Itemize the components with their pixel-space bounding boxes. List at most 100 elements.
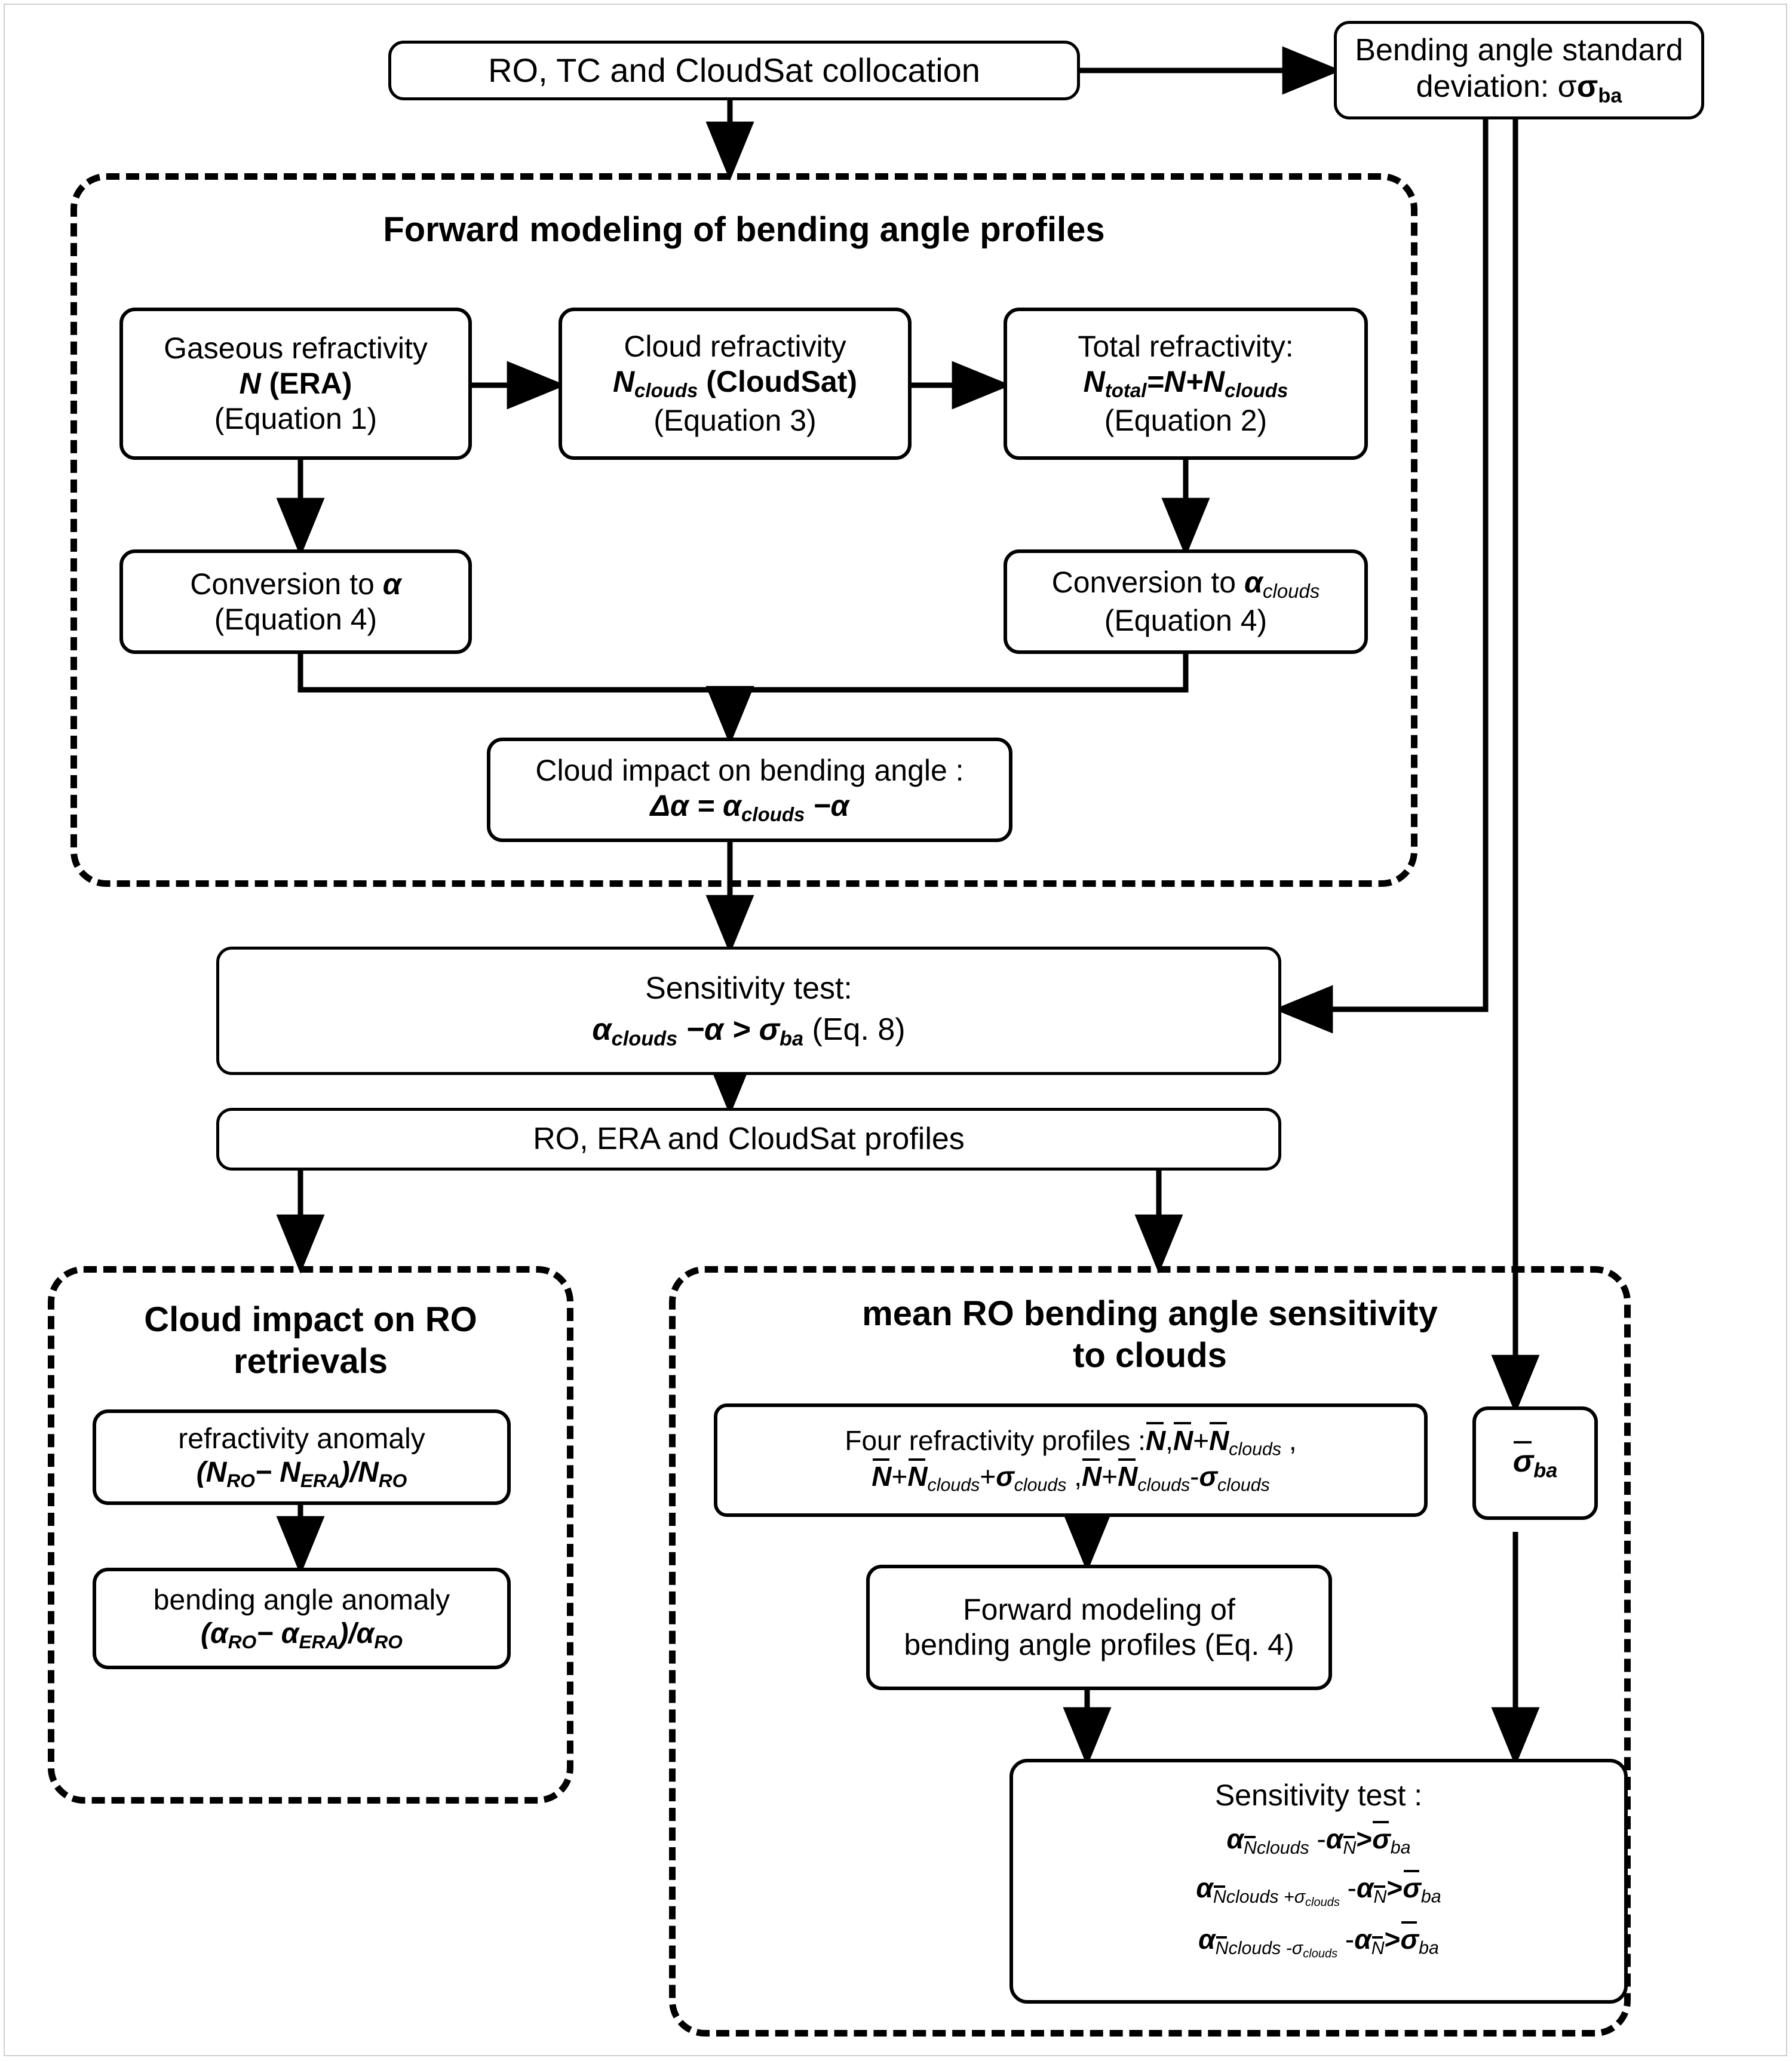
box-four-refractivity-profiles: Four refractivity profiles :N,N+Nclouds …: [714, 1403, 1428, 1517]
box-gaseous-refractivity: Gaseous refractivity N (ERA) (Equation 1…: [119, 308, 472, 460]
cloud-impact-formula: Δα = αclouds −α: [650, 788, 849, 827]
sens-r3-gt: >: [1384, 1924, 1401, 1955]
sigma-mean-symbol: σ: [1513, 1441, 1533, 1480]
four-profiles-p4a: N: [1082, 1458, 1102, 1492]
refr-anom-line1: refractivity anomaly: [178, 1423, 425, 1455]
collocation-label: RO, TC and CloudSat collocation: [488, 51, 980, 89]
ba-anom-b: − α: [256, 1618, 299, 1650]
cloudref-line2: Nclouds (CloudSat): [613, 364, 857, 403]
refr-anom-sub-ro1: RO: [226, 1470, 255, 1492]
sens-right-row-2: αNclouds +σclouds -αN>σba: [1196, 1870, 1441, 1910]
four-profiles-p2a: N: [1173, 1422, 1193, 1456]
ba-anom-sub-era: ERA: [299, 1631, 339, 1653]
box-forward-modeling-bending-angle: Forward modeling of bending angle profil…: [866, 1565, 1332, 1690]
sens-right-row-3: αNclouds -σclouds -αN>σba: [1198, 1921, 1439, 1961]
totalref-eq: =N+N: [1146, 365, 1225, 399]
conv-alpha-clouds-equation: (Equation 4): [1104, 604, 1268, 638]
sens-r3-sigma: σ: [1400, 1921, 1419, 1955]
four-profiles-p3a: N: [872, 1458, 892, 1492]
box-ro-tc-cloudsat-collocation: RO, TC and CloudSat collocation: [388, 41, 1080, 100]
sensitivity-main-title: Sensitivity test:: [645, 970, 852, 1006]
refr-anom-formula: (NRO− NERA)/NRO: [197, 1456, 407, 1492]
sens-right-title: Sensitivity test :: [1214, 1779, 1423, 1812]
four-profiles-p4-sigma-sub: clouds: [1217, 1475, 1270, 1495]
four-profiles-line1: Four refractivity profiles :N,N+Nclouds …: [845, 1422, 1297, 1460]
section-right-title: mean RO bending angle sensitivity to clo…: [669, 1293, 1631, 1376]
section-left-title: Cloud impact on RO retrievals: [48, 1299, 573, 1382]
sens-main-rest: −α > σ: [677, 1012, 780, 1048]
right-title-line2: to clouds: [1073, 1335, 1227, 1375]
gaseous-line1: Gaseous refractivity: [164, 331, 428, 365]
box-sensitivity-test-right: Sensitivity test : αNclouds -αN>σba αNcl…: [1009, 1759, 1628, 2004]
sigma-box-line2: deviation: σσba: [1416, 69, 1622, 107]
four-profiles-p1: N: [1145, 1422, 1166, 1456]
refr-anom-a: (N: [196, 1457, 227, 1489]
conv-alpha-equation: (Equation 4): [214, 602, 378, 636]
sens-r3-sub-N: N: [1215, 1936, 1229, 1958]
right-forward-line2: bending angle profiles (Eq. 4): [904, 1628, 1294, 1661]
sens-r1-sub-rest: clouds: [1256, 1838, 1309, 1858]
sens-r2-sub-rest2: clouds: [1305, 1896, 1340, 1909]
four-profiles-label: Four refractivity profiles :: [845, 1424, 1146, 1456]
refr-anom-b: − N: [254, 1457, 300, 1489]
four-profiles-p3-sigma-sub: clouds: [1014, 1475, 1067, 1495]
sens-r3-minus: -: [1345, 1924, 1355, 1955]
sens-r1-alpha2: α: [1325, 1823, 1343, 1854]
cloud-impact-line1: Cloud impact on bending angle :: [535, 753, 964, 787]
cloudref-sub: clouds: [634, 379, 698, 402]
four-profiles-p4b: N: [1118, 1458, 1138, 1492]
sens-r3-sub-Nbar: N: [1371, 1936, 1385, 1958]
conv-alpha-clouds-prefix: Conversion to: [1051, 565, 1244, 599]
ba-anom-sub-ro2: RO: [374, 1631, 403, 1653]
sens-right-row-1: αNclouds -αN>σba: [1227, 1820, 1411, 1859]
box-cloud-impact-on-bending-angle: Cloud impact on bending angle : Δα = αcl…: [487, 738, 1012, 842]
sigma-mean-sub: ba: [1533, 1459, 1558, 1482]
box-total-refractivity: Total refractivity: Ntotal=N+Nclouds (Eq…: [1004, 308, 1368, 460]
sens-r2-sub-Nbar: N: [1373, 1885, 1387, 1907]
cloud-impact-delta-alpha: Δα = α: [650, 788, 742, 822]
ba-anom-formula: (αRO− αERA)/αRO: [201, 1617, 403, 1653]
box-ro-era-cloudsat-profiles: RO, ERA and CloudSat profiles: [216, 1108, 1281, 1171]
sens-r3-alpha: α: [1198, 1924, 1216, 1955]
sens-main-alpha: α: [592, 1012, 612, 1048]
four-profiles-p4-sigma: σ: [1199, 1461, 1218, 1492]
gaseous-equation: (Equation 1): [214, 402, 378, 435]
cloudref-equation: (Equation 3): [653, 403, 817, 437]
sens-r1-sigma-sub: ba: [1390, 1838, 1411, 1858]
ba-anom-a: (α: [201, 1618, 228, 1650]
refr-anom-sub-ro2: RO: [378, 1470, 407, 1492]
box-cloud-refractivity: Cloud refractivity Nclouds (CloudSat) (E…: [559, 308, 912, 460]
sens-r1-sub-N: N: [1244, 1836, 1257, 1858]
page-frame: [4, 4, 1787, 2056]
box-sensitivity-test-main: Sensitivity test: αclouds −α > σba (Eq. …: [216, 947, 1281, 1075]
refr-anom-c: )/N: [340, 1457, 379, 1489]
sigma-mean-formula: σba: [1513, 1441, 1558, 1483]
four-profiles-p3-sigma: σ: [996, 1461, 1014, 1492]
totalref-line1: Total refractivity:: [1078, 330, 1294, 364]
sens-main-sub-clouds: clouds: [611, 1027, 678, 1051]
left-title-line1: Cloud impact on RO: [144, 1300, 477, 1339]
section-cloud-impact-on-ro-retrievals: [48, 1266, 573, 1804]
four-profiles-p3b: N: [907, 1458, 928, 1492]
sens-r1-sigma: σ: [1372, 1820, 1391, 1854]
sens-r3-sigma-sub: ba: [1419, 1938, 1439, 1958]
box-conversion-to-alpha: Conversion to α (Equation 4): [119, 549, 472, 654]
four-profiles-p4-minus: -: [1190, 1461, 1199, 1492]
box-bending-angle-anomaly: bending angle anomaly (αRO− αERA)/αRO: [93, 1568, 511, 1669]
ba-anom-c: )/α: [339, 1618, 375, 1650]
four-profiles-p2b: N: [1209, 1422, 1229, 1456]
box-sigma-ba-mean: σba: [1472, 1406, 1598, 1520]
four-profiles-line2: N+Nclouds+σclouds ,N+Nclouds-σclouds: [872, 1458, 1270, 1495]
totalref-line2: Ntotal=N+Nclouds: [1084, 364, 1288, 403]
cloudref-symbol-N: N: [612, 365, 635, 399]
totalref-symbol-Ntotal: N: [1083, 365, 1105, 399]
sens-r2-alpha2: α: [1357, 1872, 1374, 1904]
sens-r2-sub-N: N: [1213, 1885, 1226, 1907]
left-title-line2: retrievals: [234, 1341, 388, 1381]
conv-alpha-symbol: α: [382, 567, 401, 601]
sens-r2-minus: -: [1347, 1872, 1357, 1904]
conv-alpha-clouds-sub: clouds: [1263, 580, 1320, 603]
right-forward-line1: Forward modeling of: [963, 1593, 1235, 1626]
four-profiles-p4-plus: +: [1101, 1461, 1118, 1492]
four-profiles-p3-sub: clouds: [927, 1475, 980, 1495]
